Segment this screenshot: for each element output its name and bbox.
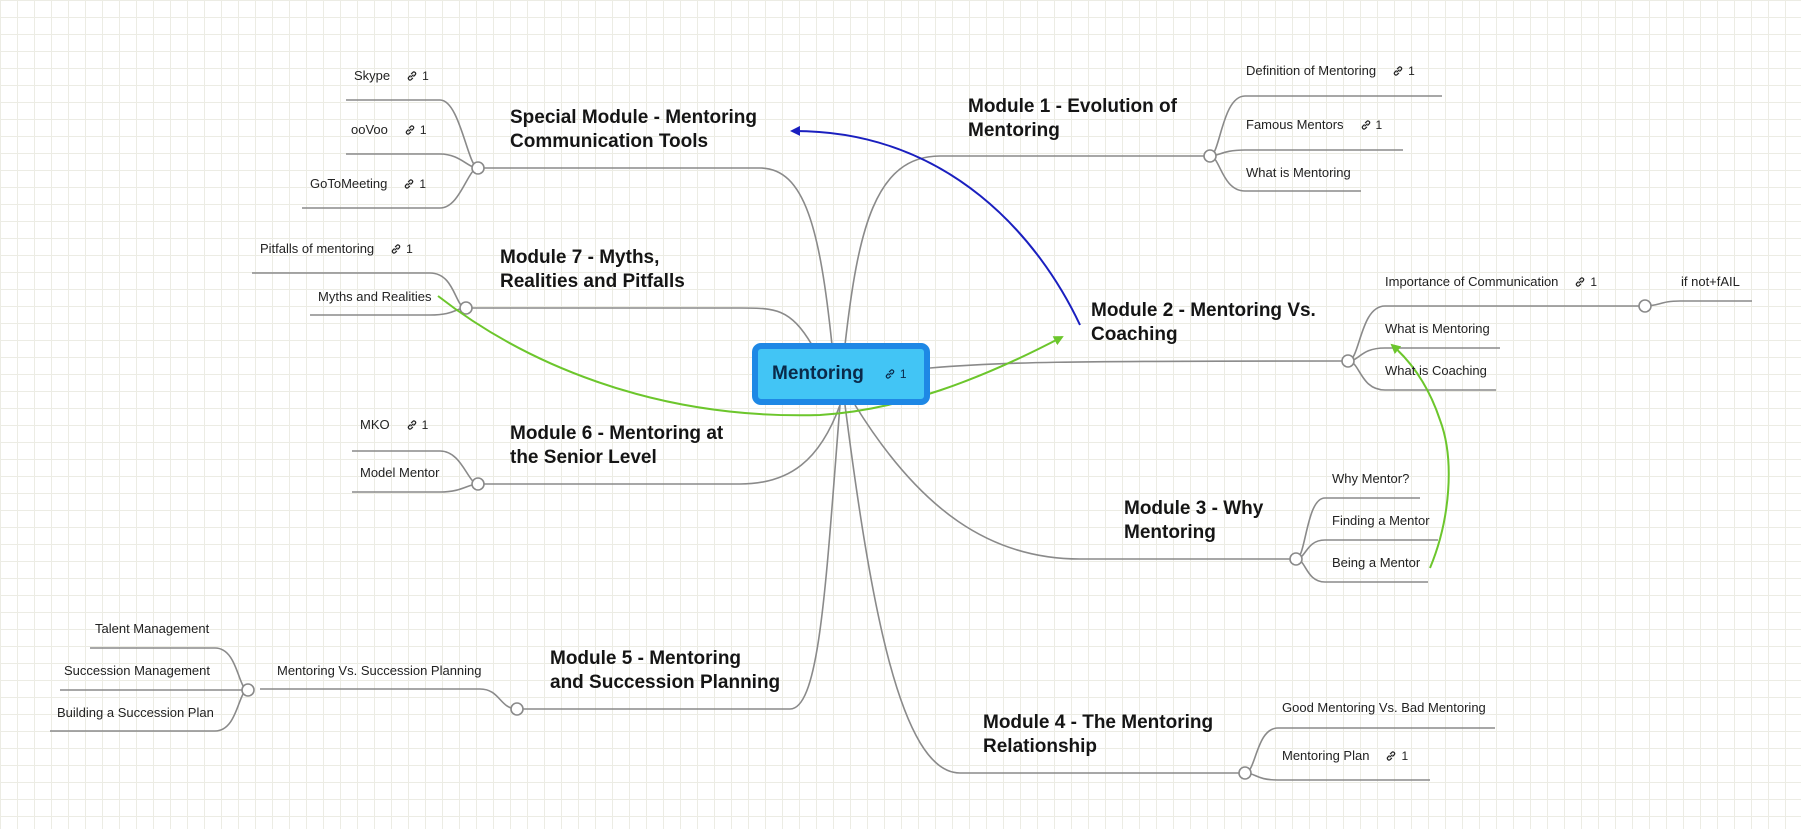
- topic-module-1[interactable]: Module 1 - Evolution of Mentoring: [968, 96, 1177, 141]
- subtopic-importance-of-communication[interactable]: Importance of Communication 1: [1385, 274, 1597, 290]
- link-icon: [1393, 66, 1403, 76]
- subtopic-label: MKO: [360, 417, 390, 432]
- subtopic-label: Definition of Mentoring: [1246, 63, 1377, 78]
- subtopic-label: Famous Mentors: [1246, 117, 1344, 132]
- link-indicator[interactable]: 1: [403, 176, 426, 192]
- collapse-circle-icon[interactable]: [471, 477, 485, 491]
- subtopic-skype[interactable]: Skype 1: [354, 68, 429, 84]
- subtopic-talent-management[interactable]: Talent Management: [95, 621, 210, 636]
- link-icon: [405, 125, 415, 135]
- link-indicator[interactable]: 1: [1392, 63, 1415, 79]
- link-icon: [407, 420, 416, 430]
- link-icon: [391, 244, 401, 254]
- subtopic-myths-and-realities[interactable]: Myths and Realities: [318, 289, 432, 304]
- topic-module-3[interactable]: Module 3 - Why Mentoring: [1124, 498, 1264, 543]
- subtopic-being-a-mentor[interactable]: Being a Mentor: [1332, 555, 1421, 570]
- subtopic-succession-management[interactable]: Succession Management: [64, 663, 210, 678]
- subtopic-label: GoToMeeting: [310, 176, 388, 191]
- link-indicator[interactable]: 1: [1385, 748, 1408, 764]
- collapse-circle-icon[interactable]: [1238, 766, 1252, 780]
- central-topic[interactable]: Mentoring 1: [752, 343, 930, 405]
- subtopic-label: Skype: [354, 68, 391, 83]
- subtopic-pitfalls-of-mentoring[interactable]: Pitfalls of mentoring 1: [260, 241, 413, 257]
- link-icon: [1387, 751, 1396, 761]
- collapse-circle-icon[interactable]: [1203, 149, 1217, 163]
- subtopic-oovoo[interactable]: ooVoo 1: [351, 122, 427, 138]
- subtopic-famous-mentors[interactable]: Famous Mentors 1: [1246, 117, 1382, 133]
- subtopic-label: Pitfalls of mentoring: [260, 241, 375, 256]
- link-indicator[interactable]: 1: [1574, 274, 1597, 290]
- topic-module-5[interactable]: Module 5 - Mentoring and Succession Plan…: [550, 648, 781, 693]
- collapse-circle-icon[interactable]: [241, 683, 255, 697]
- subtopic-why-mentor[interactable]: Why Mentor?: [1332, 471, 1410, 486]
- link-icon: [407, 71, 417, 81]
- subtopic-gotomeeting[interactable]: GoToMeeting 1: [310, 176, 426, 192]
- relationship-arrow-green[interactable]: [437, 295, 1064, 417]
- subtopic-what-is-coaching[interactable]: What is Coaching: [1385, 363, 1487, 378]
- subtopic-what-is-mentoring[interactable]: What is Mentoring: [1246, 165, 1351, 180]
- topic-module-7[interactable]: Module 7 - Myths, Realities and Pitfalls: [500, 247, 685, 292]
- subtopic-building-a-succession-plan[interactable]: Building a Succession Plan: [57, 705, 214, 720]
- subtopic-label: ooVoo: [351, 122, 388, 137]
- link-count: 1: [1590, 275, 1598, 289]
- link-indicator[interactable]: 1: [1360, 117, 1383, 133]
- link-indicator[interactable]: 1: [406, 68, 429, 84]
- subtopic-label: Mentoring Plan: [1282, 748, 1370, 763]
- topic-module-4[interactable]: Module 4 - The Mentoring Relationship: [983, 712, 1214, 757]
- subtopic-what-is-mentoring[interactable]: What is Mentoring: [1385, 321, 1490, 336]
- link-indicator[interactable]: 1: [406, 417, 429, 433]
- subtopic-finding-a-mentor[interactable]: Finding a Mentor: [1332, 513, 1430, 528]
- central-topic-label: Mentoring: [772, 363, 864, 384]
- link-count: 1: [406, 242, 413, 256]
- topic-module-6[interactable]: Module 6 - Mentoring at the Senior Level: [510, 423, 724, 468]
- subtopic-good-vs-bad-mentoring[interactable]: Good Mentoring Vs. Bad Mentoring: [1282, 700, 1486, 715]
- collapse-circle-icon[interactable]: [1289, 552, 1303, 566]
- subtopic-label: Importance of Communication: [1385, 274, 1559, 289]
- subtopic-definition-of-mentoring[interactable]: Definition of Mentoring 1: [1246, 63, 1415, 79]
- topic-module-2[interactable]: Module 2 - Mentoring Vs. Coaching: [1091, 300, 1316, 345]
- relationship-arrow-blue[interactable]: [790, 125, 1081, 326]
- link-count: 1: [1408, 64, 1415, 78]
- subtopic-model-mentor[interactable]: Model Mentor: [360, 465, 440, 480]
- link-icon: [1361, 120, 1370, 130]
- link-indicator[interactable]: 1: [404, 122, 427, 138]
- link-count: 1: [1375, 118, 1383, 132]
- collapse-circle-icon[interactable]: [1341, 354, 1355, 368]
- collapse-circle-icon[interactable]: [510, 702, 524, 716]
- link-count: 1: [419, 123, 427, 137]
- link-icon: [1576, 277, 1585, 287]
- link-count: 1: [1401, 749, 1409, 763]
- link-indicator[interactable]: 1: [884, 367, 907, 381]
- collapse-circle-icon[interactable]: [471, 161, 485, 175]
- link-icon: [405, 179, 414, 189]
- subtopic-mentoring-vs-succession-planning[interactable]: Mentoring Vs. Succession Planning: [277, 663, 482, 678]
- link-count: 1: [421, 418, 429, 432]
- relationship-arrow-green[interactable]: [1390, 343, 1450, 569]
- link-count: 1: [422, 69, 429, 83]
- collapse-circle-icon[interactable]: [1638, 299, 1652, 313]
- subtopic-if-not-fail[interactable]: if not+fAIL: [1681, 274, 1740, 289]
- collapse-circle-icon[interactable]: [459, 301, 473, 315]
- subtopic-mko[interactable]: MKO 1: [360, 417, 428, 433]
- link-icon: [885, 369, 895, 379]
- topic-special-module[interactable]: Special Module - Mentoring Communication…: [510, 107, 758, 152]
- subtopic-mentoring-plan[interactable]: Mentoring Plan 1: [1282, 748, 1408, 764]
- link-count: 1: [419, 177, 427, 191]
- link-indicator[interactable]: 1: [390, 241, 413, 257]
- link-count: 1: [899, 367, 907, 381]
